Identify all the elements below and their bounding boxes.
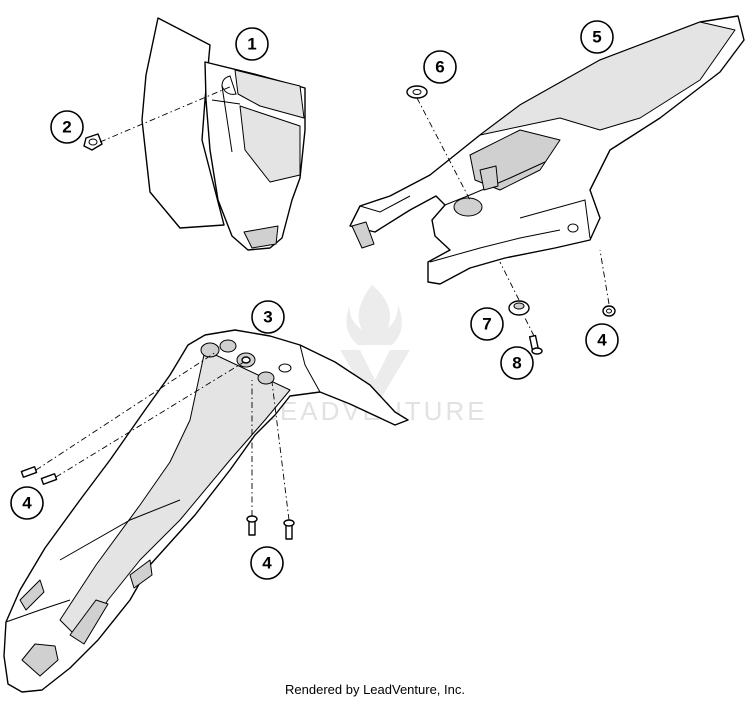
bolts-4-left: [20, 466, 58, 485]
screw-2: [83, 133, 103, 151]
svg-text:6: 6: [435, 58, 444, 77]
svg-text:4: 4: [262, 554, 272, 573]
svg-text:4: 4: [597, 331, 607, 350]
footer-credit: Rendered by LeadVenture, Inc.: [285, 682, 465, 697]
svg-text:2: 2: [62, 118, 71, 137]
bolt-8: [528, 334, 543, 355]
screw-4-rear: [602, 305, 616, 317]
callout-7: 7: [470, 307, 504, 341]
svg-text:5: 5: [592, 28, 601, 47]
nut-7: [508, 300, 530, 316]
callout-1: 1: [235, 27, 269, 61]
rear-fender: [349, 15, 745, 285]
leader-lines: [35, 85, 610, 521]
callout-4-left: 4: [10, 486, 44, 520]
front-fender: [3, 329, 409, 693]
number-plate: [141, 17, 306, 251]
callout-5: 5: [580, 20, 614, 54]
svg-text:8: 8: [512, 354, 521, 373]
callout-3: 3: [251, 300, 285, 334]
callout-6: 6: [423, 50, 457, 84]
svg-text:4: 4: [22, 494, 32, 513]
svg-text:1: 1: [247, 35, 256, 54]
callout-8: 8: [500, 346, 534, 380]
callout-2: 2: [50, 110, 84, 144]
callout-4-bottom: 4: [250, 546, 284, 580]
bolts-4-bottom: [246, 515, 295, 540]
callout-4-rear: 4: [585, 323, 619, 357]
svg-text:3: 3: [263, 308, 272, 327]
svg-text:7: 7: [482, 315, 491, 334]
grommet-6: [406, 85, 428, 99]
